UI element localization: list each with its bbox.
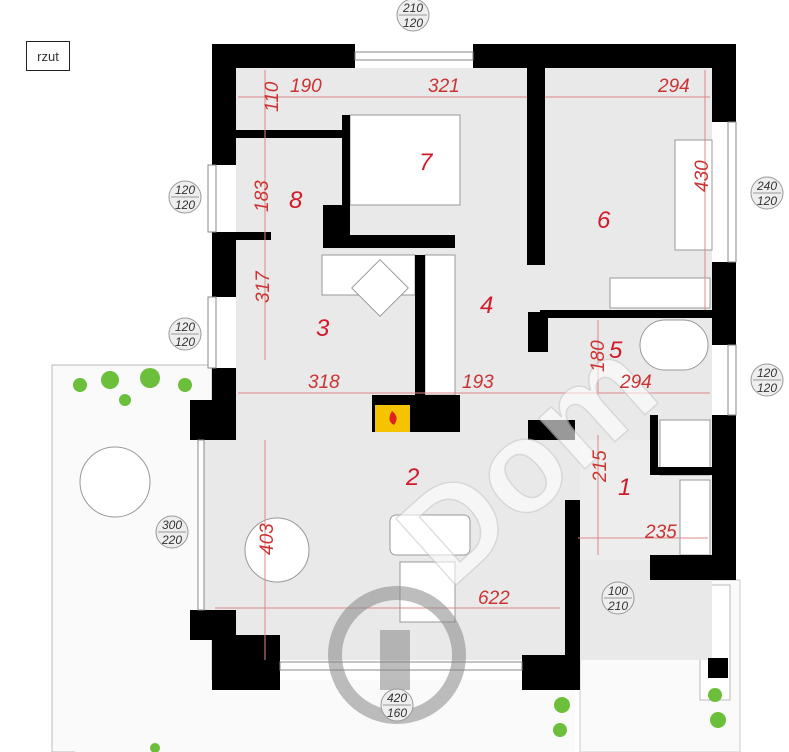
room-number: 6 — [597, 207, 611, 234]
dimension-label: 622 — [478, 588, 510, 609]
shower — [659, 419, 711, 476]
legend-label: rzut — [26, 41, 70, 71]
svg-text:120: 120 — [757, 366, 777, 380]
dining-table — [244, 517, 310, 583]
walls — [190, 44, 736, 690]
svg-text:300: 300 — [162, 518, 182, 532]
svg-text:120: 120 — [757, 381, 777, 395]
dimension-label: 215 — [590, 450, 611, 483]
flame-icon — [389, 411, 397, 425]
fireplace — [375, 405, 410, 432]
dimension-label: 110 — [262, 81, 283, 112]
dimension-lines — [215, 70, 710, 660]
svg-text:120: 120 — [175, 198, 195, 212]
dimension-label: 235 — [644, 522, 677, 543]
svg-text:100: 100 — [608, 584, 628, 598]
plants — [73, 368, 726, 752]
svg-text:120: 120 — [757, 194, 777, 208]
svg-text:120: 120 — [403, 16, 423, 30]
floor-area — [200, 68, 712, 660]
room-number: 1 — [618, 474, 631, 501]
dimension-label: 190 — [290, 76, 322, 97]
cooktop — [351, 259, 409, 317]
wardrobe — [424, 254, 456, 396]
svg-text:160: 160 — [387, 706, 407, 720]
svg-text:120: 120 — [175, 183, 195, 197]
room-number: 8 — [289, 187, 303, 214]
dimension-label: 294 — [619, 372, 652, 393]
terrace-table — [79, 446, 151, 518]
room-number: 4 — [480, 292, 493, 319]
svg-text:220: 220 — [161, 533, 182, 547]
svg-text:120: 120 — [175, 320, 195, 334]
room-number: 7 — [419, 149, 434, 176]
dimension-label: 317 — [253, 270, 274, 303]
svg-text:420: 420 — [387, 691, 407, 705]
vanity — [674, 139, 713, 251]
room-number: 3 — [316, 315, 330, 342]
dimension-label: 321 — [428, 76, 460, 97]
svg-text:210: 210 — [402, 1, 423, 15]
svg-text:240: 240 — [756, 179, 777, 193]
svg-text:210: 210 — [607, 599, 628, 613]
bathtub — [639, 319, 709, 371]
dimension-label: 403 — [257, 523, 278, 555]
dimension-label: 180 — [588, 340, 609, 372]
dimension-label: 294 — [657, 76, 690, 97]
dimension-label: 430 — [692, 160, 713, 192]
dimension-label: 318 — [308, 372, 340, 393]
terrace — [51, 364, 741, 752]
dimension-label: 183 — [252, 180, 273, 212]
room-number: 5 — [609, 337, 623, 364]
closet-7 — [609, 277, 711, 309]
dimension-label: 193 — [462, 372, 494, 393]
sofa — [389, 514, 471, 556]
room-number: 2 — [405, 464, 419, 491]
furniture — [79, 114, 713, 623]
svg-text:120: 120 — [175, 335, 195, 349]
bed — [349, 114, 461, 206]
closet-1 — [679, 479, 711, 556]
